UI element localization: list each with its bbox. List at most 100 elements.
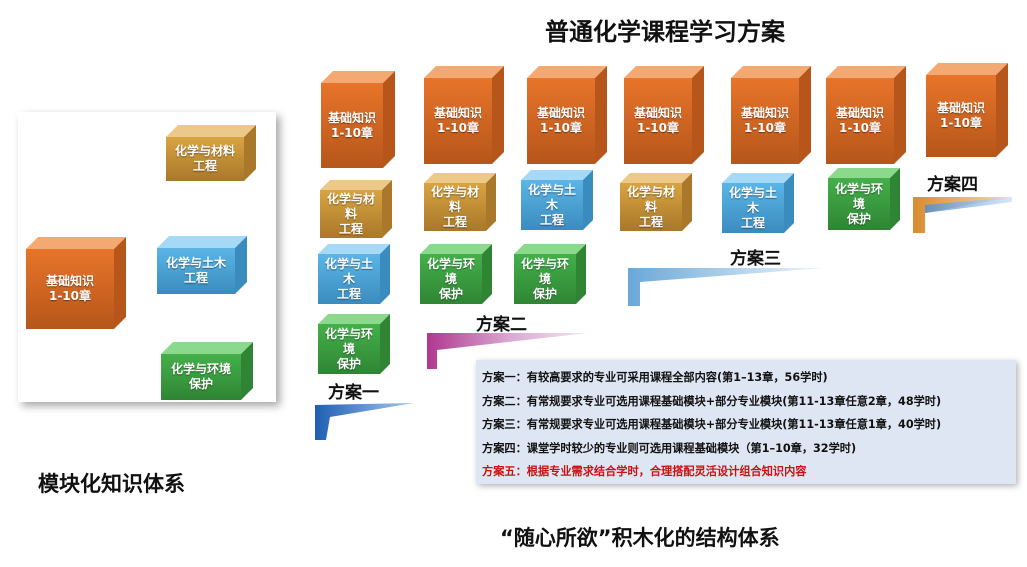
- structure-title: “随心所欲”积木化的结构体系: [500, 526, 780, 550]
- block-side-face: [799, 66, 811, 164]
- plan-legend: 方案一：有较高要求的专业可采用课程全部内容(第1–13章，56学时) 方案二：有…: [476, 360, 1016, 484]
- block-label: 化学与材料 工程: [320, 190, 382, 238]
- legend-plan3: 方案三：有常规要求专业可选用课程基础模块+部分专业模块(第11-13章任意1章，…: [482, 418, 942, 431]
- block-label: 化学与环境 保护: [828, 178, 890, 230]
- block-label: 化学与材料 工程: [620, 183, 682, 231]
- block-side-face: [114, 237, 126, 329]
- block-side-face: [380, 314, 390, 374]
- block-core: 基础知识 1-10章: [321, 71, 395, 168]
- block-core: 基础知识 1-10章: [527, 66, 607, 164]
- block-label: 基础知识 1-10章: [731, 78, 799, 164]
- block-side-face: [492, 66, 504, 164]
- modular-title: 模块化知识体系: [38, 472, 185, 496]
- block-core: 基础知识 1-10章: [826, 66, 906, 164]
- block-top-face: [318, 314, 390, 324]
- step-plan2: [427, 333, 588, 369]
- block-label: 化学与材料 工程: [166, 137, 244, 181]
- block-top-face: [424, 173, 496, 183]
- block-label: 基础知识 1-10章: [321, 83, 383, 168]
- block-label: 化学与土木 工程: [521, 180, 583, 230]
- block-top-face: [527, 66, 607, 78]
- block-side-face: [576, 244, 586, 304]
- block-top-face: [318, 244, 390, 254]
- block-materials: 化学与材料 工程: [620, 173, 692, 231]
- block-civil: 化学与土木 工程: [521, 170, 593, 230]
- block-top-face: [157, 236, 247, 248]
- block-core: 基础知识 1-10章: [424, 66, 504, 164]
- block-top-face: [722, 173, 794, 183]
- block-label: 化学与材料 工程: [424, 183, 486, 231]
- plan3-label: 方案三: [730, 249, 781, 269]
- step-plan1: [315, 403, 414, 440]
- block-environment: 化学与环境 保护: [161, 342, 253, 400]
- page-title: 普通化学课程学习方案: [545, 18, 785, 46]
- block-side-face: [996, 63, 1008, 157]
- block-label: 化学与环境 保护: [420, 254, 482, 304]
- legend-plan5: 方案五：根据专业需求结合学时，合理搭配灵活设计组合知识内容: [482, 465, 807, 478]
- block-core: 基础知识 1-10章: [624, 66, 704, 164]
- block-label: 基础知识 1-10章: [926, 75, 996, 157]
- block-top-face: [320, 180, 392, 190]
- block-top-face: [731, 66, 811, 78]
- block-core: 基础知识 1-10章: [926, 63, 1008, 157]
- block-top-face: [826, 66, 906, 78]
- block-top-face: [161, 342, 253, 354]
- step-plan3: [628, 268, 824, 306]
- block-civil: 化学与土木 工程: [318, 244, 390, 304]
- block-side-face: [383, 71, 395, 168]
- block-side-face: [235, 236, 247, 294]
- legend-plan2: 方案二：有常规要求专业可选用课程基础模块+部分专业模块(第11-13章任意2章，…: [482, 394, 942, 408]
- block-side-face: [583, 170, 593, 230]
- block-core: 基础知识 1-10章: [731, 66, 811, 164]
- legend-plan1: 方案一：有较高要求的专业可采用课程全部内容(第1–13章，56学时): [482, 371, 828, 384]
- block-environment: 化学与环境 保护: [318, 314, 390, 374]
- block-label: 化学与环境 保护: [161, 354, 241, 400]
- block-label: 化学与土木 工程: [722, 183, 784, 233]
- block-environment: 化学与环境 保护: [420, 244, 492, 304]
- block-environment: 化学与环境 保护: [828, 168, 900, 230]
- block-label: 基础知识 1-10章: [624, 78, 692, 164]
- step-plan4-accent: [925, 197, 1012, 213]
- block-top-face: [424, 66, 504, 78]
- plan1-label: 方案一: [328, 383, 379, 403]
- block-label: 基础知识 1-10章: [26, 249, 114, 329]
- block-top-face: [620, 173, 692, 183]
- block-label: 化学与土木 工程: [157, 248, 235, 294]
- block-top-face: [420, 244, 492, 254]
- block-top-face: [926, 63, 1008, 75]
- block-civil: 化学与土木 工程: [722, 173, 794, 233]
- block-top-face: [166, 125, 256, 137]
- block-label: 化学与环境 保护: [318, 324, 380, 374]
- block-side-face: [482, 244, 492, 304]
- block-civil: 化学与土木 工程: [157, 236, 247, 294]
- plan4-label: 方案四: [927, 175, 978, 195]
- block-environment: 化学与环境 保护: [514, 244, 586, 304]
- block-label: 基础知识 1-10章: [424, 78, 492, 164]
- block-side-face: [890, 168, 900, 230]
- block-side-face: [595, 66, 607, 164]
- block-label: 化学与土木 工程: [318, 254, 380, 304]
- block-side-face: [382, 180, 392, 238]
- block-side-face: [784, 173, 794, 233]
- plan2-label: 方案二: [476, 315, 527, 335]
- block-top-face: [624, 66, 704, 78]
- block-side-face: [241, 342, 253, 400]
- block-top-face: [521, 170, 593, 180]
- block-side-face: [486, 173, 496, 231]
- block-side-face: [244, 125, 256, 181]
- block-label: 基础知识 1-10章: [527, 78, 595, 164]
- block-side-face: [894, 66, 906, 164]
- block-core: 基础知识 1-10章: [26, 237, 126, 329]
- block-label: 化学与环境 保护: [514, 254, 576, 304]
- block-side-face: [380, 244, 390, 304]
- block-top-face: [26, 237, 126, 249]
- block-label: 基础知识 1-10章: [826, 78, 894, 164]
- legend-plan4: 方案四：课堂学时较少的专业则可选用课程基础模块（第1–10章，32学时): [482, 441, 857, 455]
- block-side-face: [692, 66, 704, 164]
- block-top-face: [514, 244, 586, 254]
- block-materials: 化学与材料 工程: [166, 125, 256, 181]
- block-top-face: [321, 71, 395, 83]
- block-materials: 化学与材料 工程: [424, 173, 496, 231]
- block-materials: 化学与材料 工程: [320, 180, 392, 238]
